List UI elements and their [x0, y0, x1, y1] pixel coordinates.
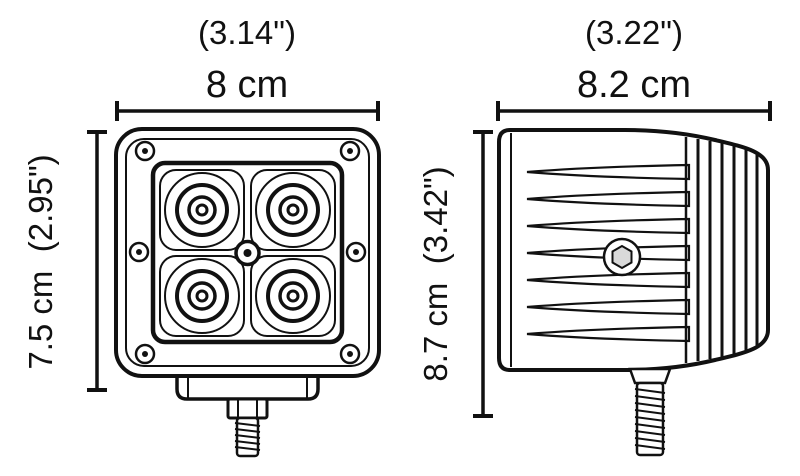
side-width-cm-label: 8.2 cm: [577, 64, 691, 106]
front-width-cm-label: 8 cm: [206, 64, 288, 106]
side-housing: [497, 128, 770, 457]
front-housing: [114, 127, 381, 458]
side-dimension-lines: [473, 101, 772, 418]
rear-fins: [684, 137, 759, 363]
side-mounting-stud: [628, 367, 672, 457]
front-view: (3.14") 8 cm 7.5 cm (2.95"): [22, 14, 381, 458]
side-pivot-bolt: [602, 237, 642, 277]
led-lens-bottom-left: [164, 258, 240, 334]
screws: [128, 140, 367, 365]
led-lens-top-left: [164, 172, 240, 248]
side-width-inches-label: (3.22"): [585, 14, 683, 51]
side-height-label: 8.7 cm (3.42"): [417, 166, 454, 381]
led-lens-bottom-right: [255, 258, 331, 334]
led-lens-top-right: [255, 172, 331, 248]
side-view: (3.22") 8.2 cm 8.7 cm (3.42"): [417, 14, 772, 457]
front-height-label: 7.5 cm (2.95"): [22, 154, 59, 369]
front-dimension-lines: [87, 101, 380, 392]
front-width-inches-label: (3.14"): [198, 14, 296, 51]
mounting-bolt: [226, 397, 269, 458]
center-circle: [234, 239, 261, 267]
mounting-bracket: [175, 376, 320, 401]
